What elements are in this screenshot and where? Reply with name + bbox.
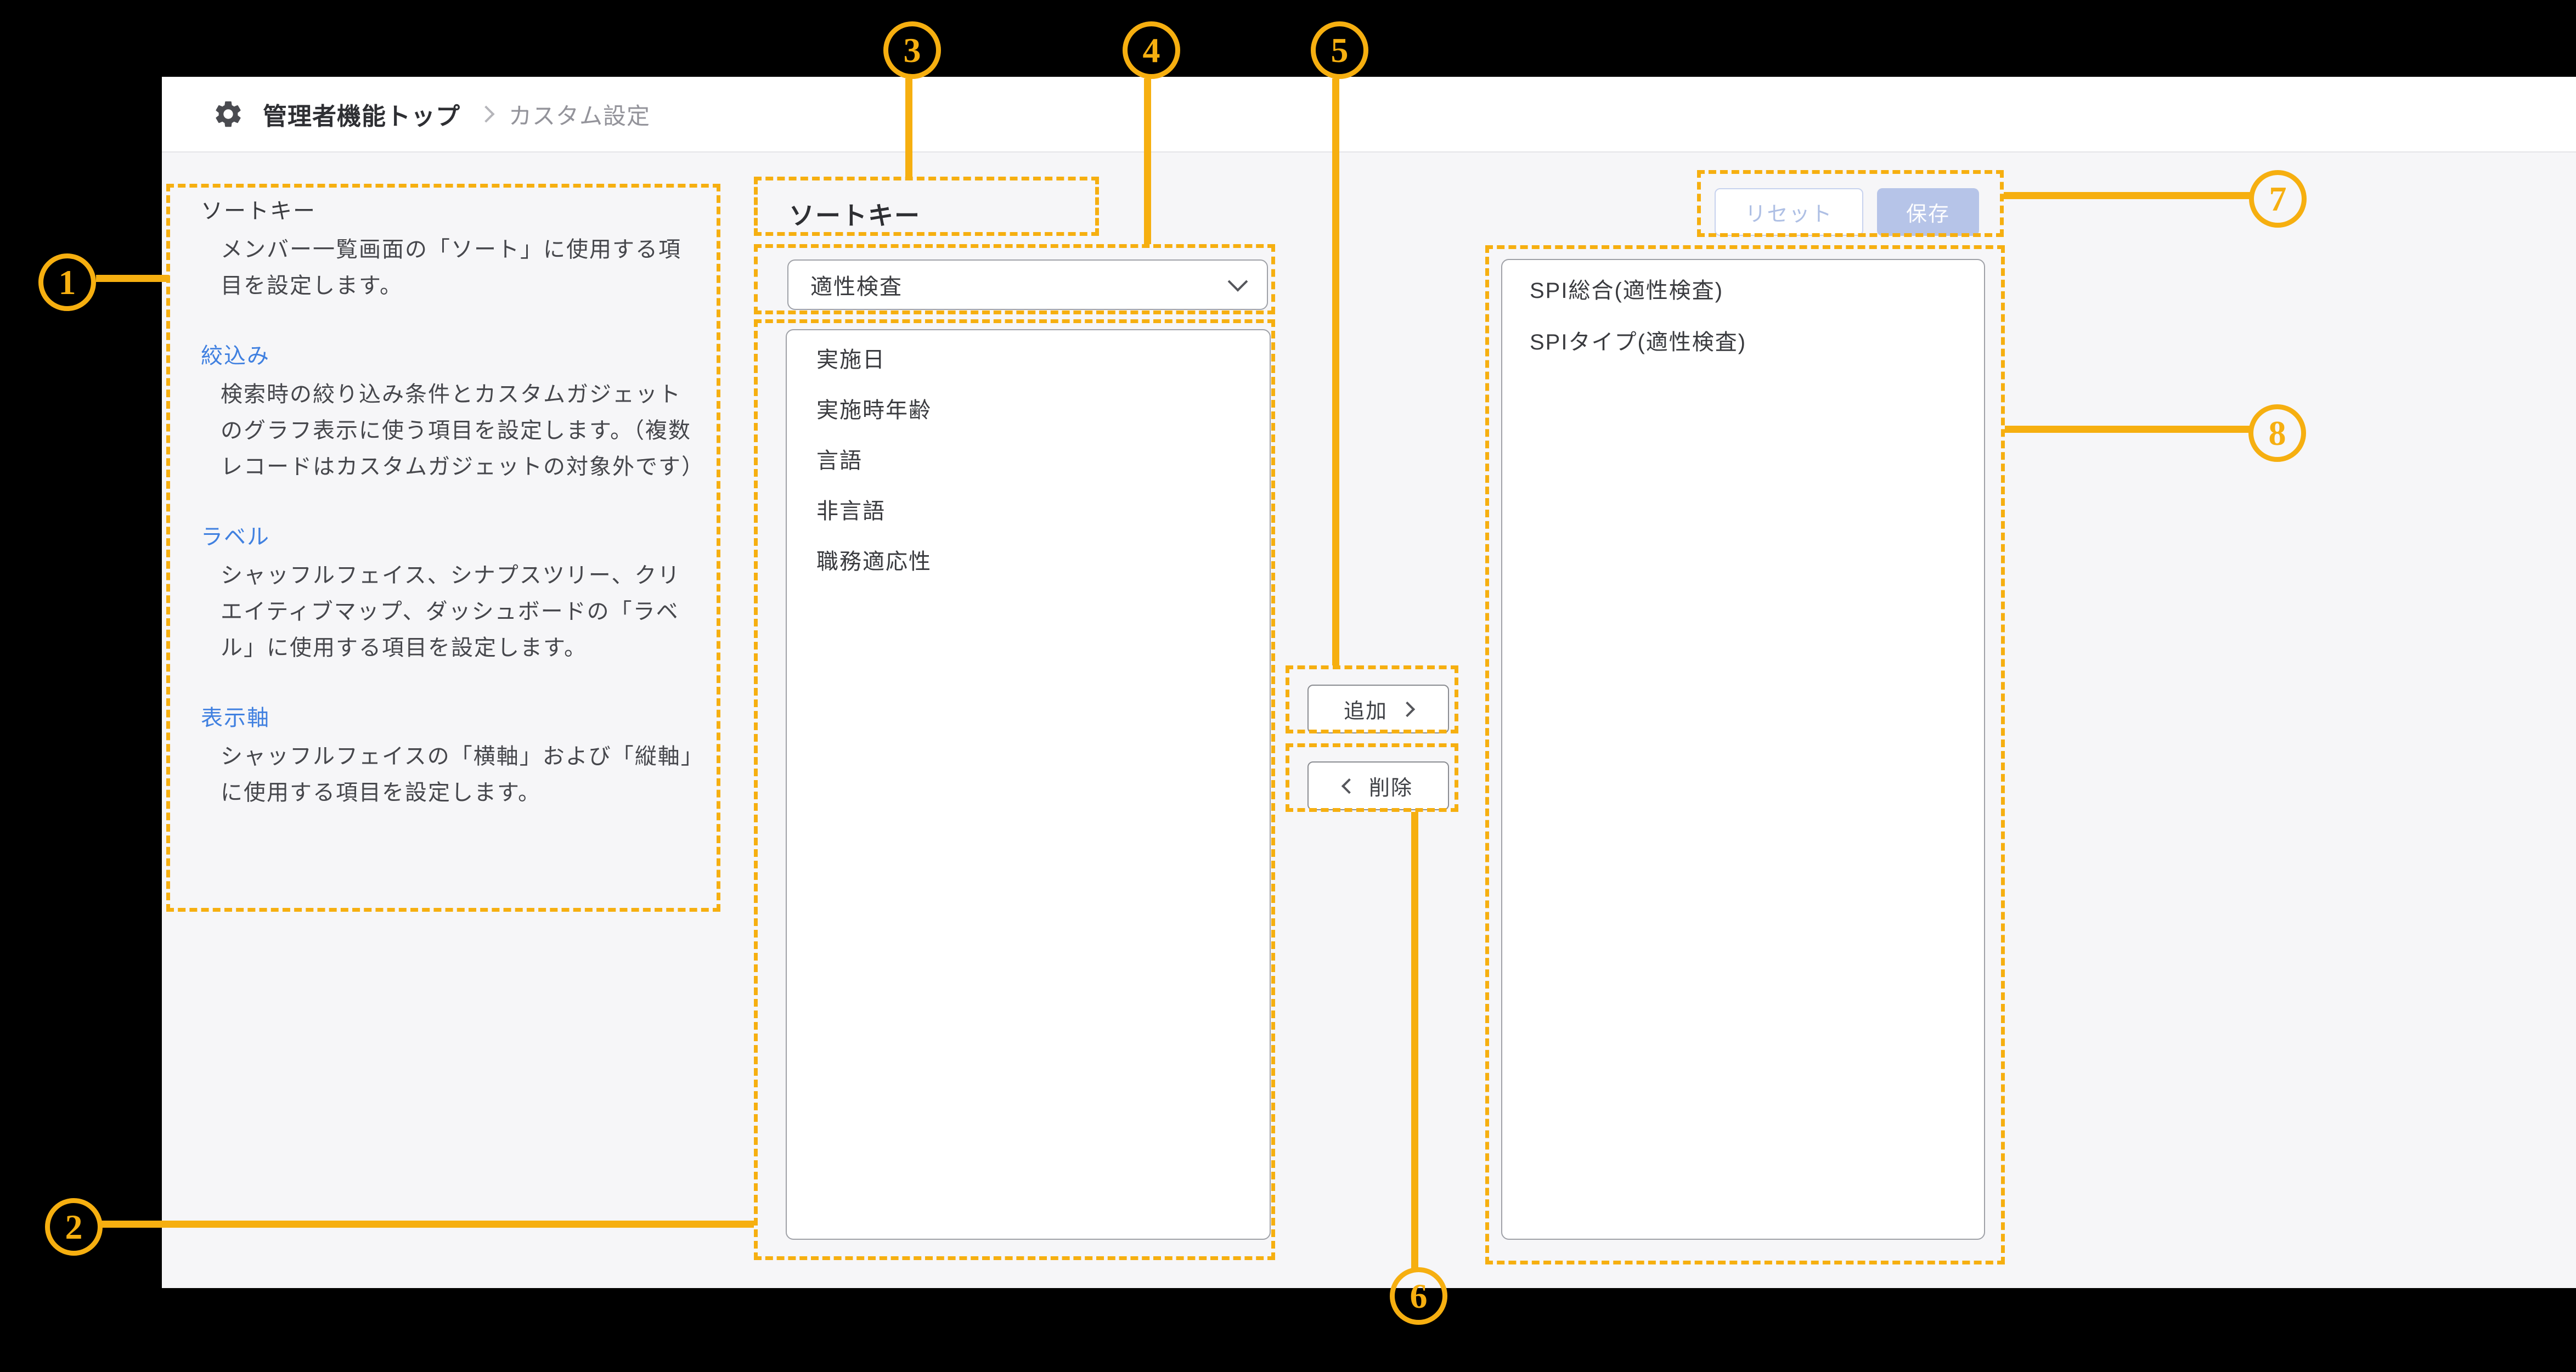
marker-2: 2: [45, 1198, 103, 1256]
help-section-axis: 表示軸 シャッフルフェイスの「横軸」および「縦軸」に使用する項目を設定します。: [201, 700, 695, 811]
chevron-right-icon: [477, 105, 495, 123]
marker-1: 1: [38, 253, 96, 311]
custom-settings-page: 管理者機能トップ カスタム設定 ソートキー メンバー一覧画面の「ソート」に使用す…: [162, 77, 2576, 1288]
marker-4: 4: [1123, 21, 1180, 79]
category-select[interactable]: 適性検査: [787, 259, 1268, 310]
connector-line-5: [1332, 78, 1339, 665]
add-button[interactable]: 追加: [1307, 685, 1449, 733]
reset-button[interactable]: リセット: [1715, 188, 1863, 236]
marker-5: 5: [1311, 21, 1368, 79]
list-item[interactable]: 実施時年齢: [816, 398, 932, 422]
help-section-link[interactable]: ラベル: [201, 525, 270, 549]
connector-line-6: [1411, 812, 1418, 1268]
category-select-value: 適性検査: [810, 275, 903, 299]
help-section-body: メンバー一覧画面の「ソート」に使用する項目を設定します。: [221, 238, 681, 298]
chevron-right-icon: [1399, 701, 1416, 717]
help-section-link[interactable]: 絞込み: [201, 344, 270, 368]
breadcrumb-root-link[interactable]: 管理者機能トップ: [263, 103, 460, 130]
list-item[interactable]: SPI総合(適性検査): [1530, 279, 1724, 303]
remove-button[interactable]: 削除: [1307, 761, 1449, 810]
help-section-sortkey: ソートキー メンバー一覧画面の「ソート」に使用する項目を設定します。: [201, 193, 695, 304]
connector-line-3: [905, 78, 912, 177]
add-button-label: 追加: [1343, 700, 1388, 723]
connector-line-4: [1144, 78, 1151, 244]
list-item[interactable]: 職務適応性: [816, 550, 932, 574]
marker-7: 7: [2249, 170, 2307, 228]
chevron-down-icon: [1227, 271, 1248, 292]
help-panel: ソートキー メンバー一覧画面の「ソート」に使用する項目を設定します。 絞込み 検…: [166, 184, 720, 912]
help-section-title: ソートキー: [201, 199, 316, 223]
help-section-filter: 絞込み 検索時の絞り込み条件とカスタムガジェットのグラフ表示に使う項目を設定しま…: [201, 338, 704, 485]
help-section-body: シャッフルフェイスの「横軸」および「縦軸」に使用する項目を設定します。: [221, 744, 693, 805]
marker-3: 3: [883, 21, 941, 79]
chevron-left-icon: [1341, 778, 1357, 794]
connector-line-1: [96, 275, 169, 282]
marker-6: 6: [1390, 1267, 1447, 1325]
help-section-body: シャッフルフェイス、シナプスツリー、クリエイティブマップ、ダッシュボードの「ラベ…: [221, 563, 681, 660]
connector-line-7: [2004, 192, 2251, 199]
list-item[interactable]: 実施日: [816, 348, 886, 372]
breadcrumb-current: カスタム設定: [509, 103, 651, 129]
help-section-link[interactable]: 表示軸: [201, 706, 270, 730]
connector-line-8: [2005, 426, 2250, 433]
list-item[interactable]: 言語: [816, 449, 863, 473]
selected-items-list: SPI総合(適性検査) SPIタイプ(適性検査): [1501, 259, 1985, 1240]
marker-8: 8: [2248, 404, 2306, 462]
breadcrumb: 管理者機能トップ カスタム設定: [162, 77, 2576, 153]
help-section-body: 検索時の絞り込み条件とカスタムガジェットのグラフ表示に使う項目を設定します。（複…: [221, 382, 704, 479]
page-title: ソートキー: [789, 201, 921, 230]
save-button[interactable]: 保存: [1877, 188, 1979, 236]
gear-icon: [216, 101, 241, 127]
remove-button-label: 削除: [1368, 777, 1413, 800]
connector-line-2: [102, 1221, 754, 1228]
help-section-label: ラベル シャッフルフェイス、シナプスツリー、クリエイティブマップ、ダッシュボード…: [201, 519, 695, 666]
list-item[interactable]: SPIタイプ(適性検査): [1530, 330, 1747, 354]
available-items-list: 実施日 実施時年齢 言語 非言語 職務適応性: [786, 329, 1271, 1240]
list-item[interactable]: 非言語: [816, 499, 886, 523]
